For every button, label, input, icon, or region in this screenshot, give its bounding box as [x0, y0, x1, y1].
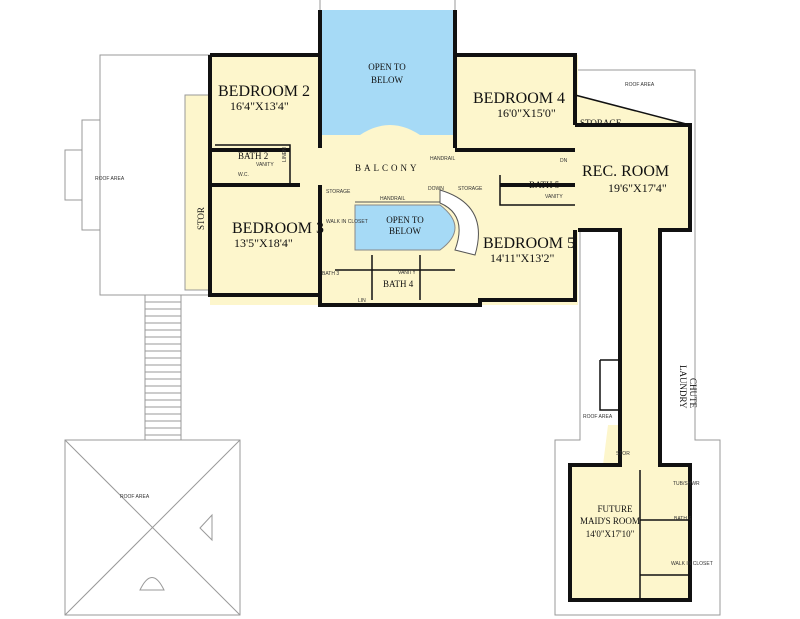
svg-text:ROOF AREA: ROOF AREA	[120, 494, 150, 500]
svg-text:16'0"X15'0": 16'0"X15'0"	[497, 106, 556, 120]
svg-text:WALK IN CLOSET: WALK IN CLOSET	[671, 561, 713, 567]
roof-area-bottom-left: ROOF AREA	[64, 439, 241, 616]
room-labels: OPEN TO BELOW BEDROOM 2 16'4"X13'4" BEDR…	[196, 62, 713, 567]
svg-text:19'6"X17'4": 19'6"X17'4"	[608, 181, 667, 195]
svg-text:STOR: STOR	[616, 451, 630, 457]
svg-text:16'4"X13'4": 16'4"X13'4"	[230, 99, 289, 113]
svg-text:14'11"X13'2": 14'11"X13'2"	[490, 251, 554, 265]
svg-text:ROOF AREA: ROOF AREA	[625, 82, 655, 88]
svg-text:VANITY: VANITY	[398, 270, 416, 276]
storage-label: STORAGE	[580, 118, 622, 128]
svg-text:CHUTE: CHUTE	[688, 378, 698, 408]
linen-label: LINEN	[282, 147, 288, 162]
open-to-below-mid	[354, 189, 479, 256]
svg-text:TUB/SHWR: TUB/SHWR	[673, 481, 700, 487]
stor-left-label: STOR	[196, 207, 206, 230]
bedroom-5-label: BEDROOM 5	[483, 235, 575, 252]
balcony-label: BALCONY	[355, 163, 420, 173]
bedroom-3-label: BEDROOM 3	[232, 220, 324, 237]
stair-bridge	[144, 294, 182, 441]
open-to-below-top-label: OPEN TO	[368, 62, 406, 72]
svg-text:MAID'S ROOM: MAID'S ROOM	[580, 516, 640, 526]
svg-text:HANDRAIL: HANDRAIL	[430, 156, 456, 162]
svg-text:DOWN: DOWN	[428, 186, 444, 192]
svg-text:HANDRAIL: HANDRAIL	[380, 196, 406, 202]
bath-5-label: BATH 5	[529, 180, 560, 190]
svg-text:BELOW: BELOW	[371, 75, 403, 85]
svg-text:13'5"X18'4": 13'5"X18'4"	[234, 236, 293, 250]
roof-area-right-label: ROOF AREA	[583, 414, 613, 420]
svg-text:DN: DN	[560, 158, 568, 164]
wc-label: W.C.	[238, 172, 249, 178]
bedroom-2-label: BEDROOM 2	[218, 83, 310, 100]
svg-text:STORAGE: STORAGE	[326, 189, 351, 195]
svg-text:14'0"X17'10": 14'0"X17'10"	[586, 529, 635, 539]
svg-text:VANITY: VANITY	[256, 162, 274, 168]
svg-text:BATH 6: BATH 6	[674, 516, 691, 522]
svg-text:BELOW: BELOW	[389, 226, 421, 236]
rec-room-label: REC. ROOM	[582, 163, 669, 180]
svg-text:WALK IN CLOSET: WALK IN CLOSET	[326, 219, 368, 225]
bath-2-label: BATH 2	[238, 151, 268, 161]
bath-4-label: BATH 4	[383, 279, 414, 289]
svg-text:ROOF AREA: ROOF AREA	[95, 176, 125, 182]
laundry-chute-label: LAUNDRY	[678, 365, 688, 409]
bedroom-4-label: BEDROOM 4	[473, 90, 565, 107]
walls	[208, 10, 692, 602]
open-to-below-top	[319, 0, 456, 135]
svg-text:BATH 3: BATH 3	[322, 271, 339, 277]
svg-text:STORAGE: STORAGE	[458, 186, 483, 192]
svg-text:VANITY: VANITY	[545, 194, 563, 200]
open-to-below-mid-label: OPEN TO	[386, 215, 424, 225]
maids-room-label: FUTURE	[597, 504, 633, 514]
svg-text:LIN: LIN	[358, 298, 366, 304]
